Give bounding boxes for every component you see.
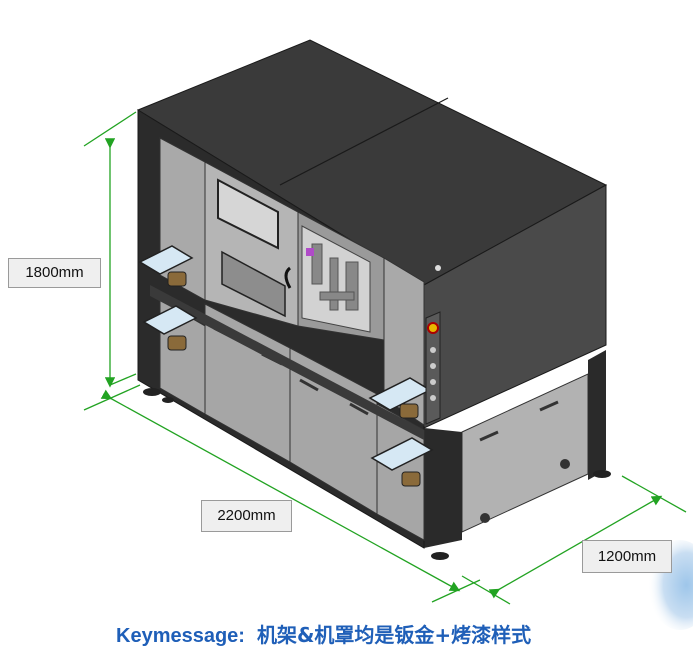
key-message-caption: Keymessage: 机架&机罩均是钣金+烤漆样式 bbox=[116, 620, 676, 650]
emergency-stop-icon bbox=[427, 322, 439, 334]
length-dimension-label: 2200mm bbox=[201, 500, 292, 532]
conveyor-left-upper bbox=[138, 245, 194, 287]
depth-dimension-label: 1200mm bbox=[582, 540, 672, 573]
conveyor-left-lower bbox=[142, 305, 198, 351]
key-message-text: 机架&机罩均是钣金+烤漆样式 bbox=[256, 623, 532, 647]
dimension-lines bbox=[83, 111, 687, 605]
height-dimension-label: 1800mm bbox=[8, 258, 101, 288]
key-message-label: Keymessage: bbox=[116, 625, 245, 647]
screen bbox=[217, 178, 279, 250]
